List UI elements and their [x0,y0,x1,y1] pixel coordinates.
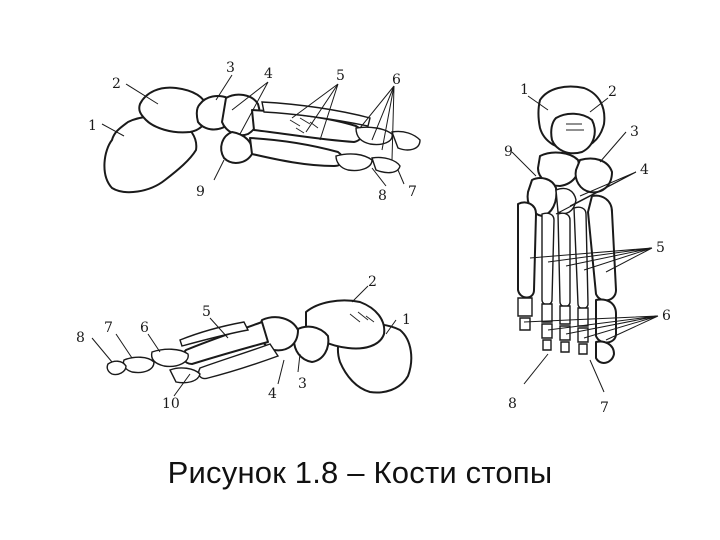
phalanx [106,360,127,376]
label-3: 3 [630,124,639,140]
label-5: 5 [336,68,345,84]
label-2: 2 [112,76,121,92]
label-8: 8 [508,396,517,412]
phalanx [371,156,401,174]
label-9: 9 [196,184,205,200]
label-8: 8 [378,188,387,204]
label-3: 3 [298,376,307,392]
label-2: 2 [608,84,617,100]
phalanx [391,130,421,151]
phalanx [150,348,189,368]
metatarsal [249,137,344,167]
label-1: 1 [402,312,411,328]
label-7: 7 [600,400,609,416]
label-8: 8 [76,330,85,346]
phalanx [122,356,155,374]
label-2: 2 [368,274,377,290]
medial-view: 2 1 3 4 5 6 9 8 7 [88,60,421,204]
cuboid [293,325,330,363]
cuneiform [555,187,577,215]
metatarsal [261,101,371,127]
metatarsal [541,212,555,306]
lateral-view: 8 7 6 5 2 1 3 4 10 [76,274,413,412]
calcaneus [103,115,198,194]
label-6: 6 [662,308,671,324]
dorsal-view: 1 2 3 4 5 6 9 8 7 [504,82,671,416]
label-7: 7 [104,320,113,336]
cuneiform [220,131,254,164]
metatarsal [198,343,280,380]
label-4: 4 [640,162,649,178]
phalanx [335,153,373,172]
label-6: 6 [140,320,149,336]
metatarsal [517,201,537,299]
talus [550,112,596,155]
label-3: 3 [226,60,235,76]
label-4: 4 [268,386,277,402]
big-toe-phalanx [595,298,617,344]
label-5: 5 [656,240,665,256]
label-1: 1 [88,118,97,134]
metatarsal [587,194,617,302]
label-9: 9 [504,144,513,160]
label-10: 10 [162,396,180,412]
label-5: 5 [202,304,211,320]
label-1: 1 [520,82,529,98]
figure-caption: Рисунок 1.8 – Кости стопы [167,455,553,490]
label-4: 4 [264,66,273,82]
label-7: 7 [408,184,417,200]
label-6: 6 [392,72,401,88]
